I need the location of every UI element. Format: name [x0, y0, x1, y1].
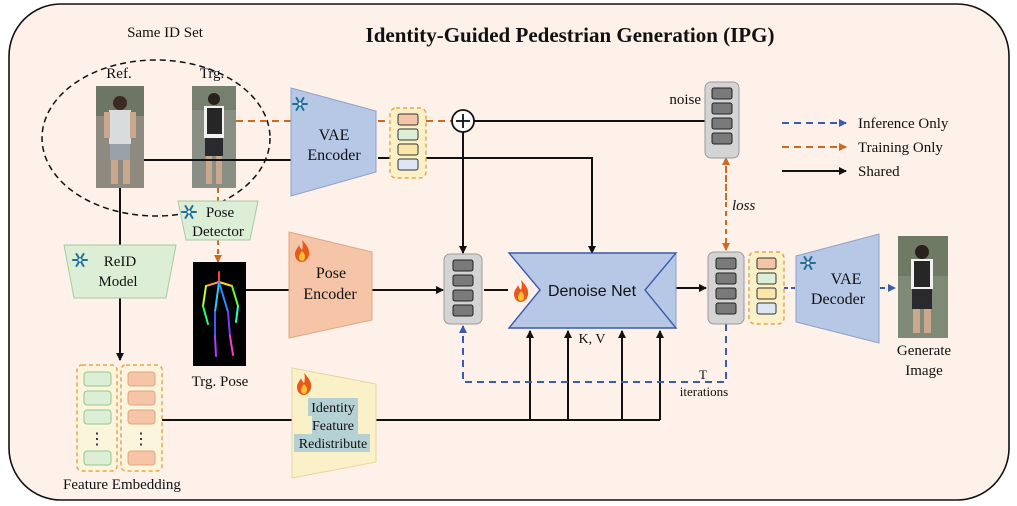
feature-embedding-green: ⋮: [76, 364, 118, 472]
reid-model-block: ReID Model: [63, 244, 177, 299]
vae-decoder-label-2: Decoder: [811, 291, 866, 308]
generated-image: [898, 236, 948, 338]
vae-encoder-block: VAE Encoder: [290, 87, 377, 197]
noise-label: noise: [669, 92, 701, 108]
concat-latent-stack: [443, 253, 483, 325]
reid-model-label-2: Model: [98, 274, 137, 290]
t-iterations-loop: [459, 324, 727, 383]
denoise-net-block: Denoise Net: [507, 252, 678, 329]
ref-label: Ref.: [106, 66, 131, 82]
legend-inference-only: Inference Only: [858, 116, 949, 132]
trg-pose-label: Trg. Pose: [192, 374, 249, 390]
output-latent-stack: [707, 251, 745, 325]
ifr-block: Identity Feature Redistribute: [291, 367, 377, 479]
legend-training-only: Training Only: [858, 140, 943, 156]
feature-embedding-orange: ⋮: [120, 364, 163, 472]
plus-circle-icon: [451, 109, 475, 133]
diagram-title: Identity-Guided Pedestrian Generation (I…: [366, 23, 775, 47]
vertical-dots: ⋮: [89, 431, 105, 448]
vae-encoder-label-1: VAE: [319, 127, 350, 144]
loss-label: loss: [732, 198, 756, 214]
pose-detector-block: Pose Detector: [177, 200, 259, 241]
ref-person-image: [96, 86, 144, 188]
denoise-net-label: Denoise Net: [548, 283, 637, 300]
vae-decoder-label-1: VAE: [831, 271, 862, 288]
trg-label: Trg.: [200, 66, 225, 82]
vae-decoder-block: VAE Decoder: [795, 233, 880, 344]
vae-encoder-label-2: Encoder: [307, 147, 361, 164]
feature-embedding-label: Feature Embedding: [63, 477, 181, 493]
ref-latent-to-denoise-line: [378, 157, 596, 254]
ifr-label-3: Redistribute: [299, 437, 367, 452]
legend-shared: Shared: [858, 164, 900, 180]
trg-person-image: [192, 86, 236, 188]
pose-detector-label-1: Pose: [206, 205, 235, 221]
encoded-latent-stack: [389, 107, 427, 179]
kv-label: K, V: [579, 332, 606, 347]
decoded-latent-stack: [748, 251, 785, 325]
pose-encoder-block: Pose Encoder: [288, 231, 373, 339]
vertical-dots: ⋮: [133, 431, 149, 448]
generate-image-label-1: Generate: [897, 343, 951, 359]
noise-stack: [704, 81, 740, 159]
legend: Inference Only Training Only Shared: [782, 116, 949, 180]
ifr-label-1: Identity: [311, 401, 355, 416]
ifr-label-2: Feature: [312, 419, 354, 434]
outer-panel: [8, 3, 1010, 501]
iterations-label: iterations: [680, 384, 728, 399]
trg-pose-image: [193, 262, 246, 366]
t-label: T: [699, 367, 707, 382]
same-id-set-label: Same ID Set: [127, 25, 204, 41]
generate-image-label-2: Image: [905, 363, 943, 379]
pose-detector-label-2: Detector: [192, 224, 244, 240]
pose-encoder-label-1: Pose: [316, 265, 346, 282]
reid-model-label-1: ReID: [104, 254, 137, 270]
same-id-set-ellipse: [41, 59, 271, 217]
pose-encoder-label-2: Encoder: [303, 286, 357, 303]
